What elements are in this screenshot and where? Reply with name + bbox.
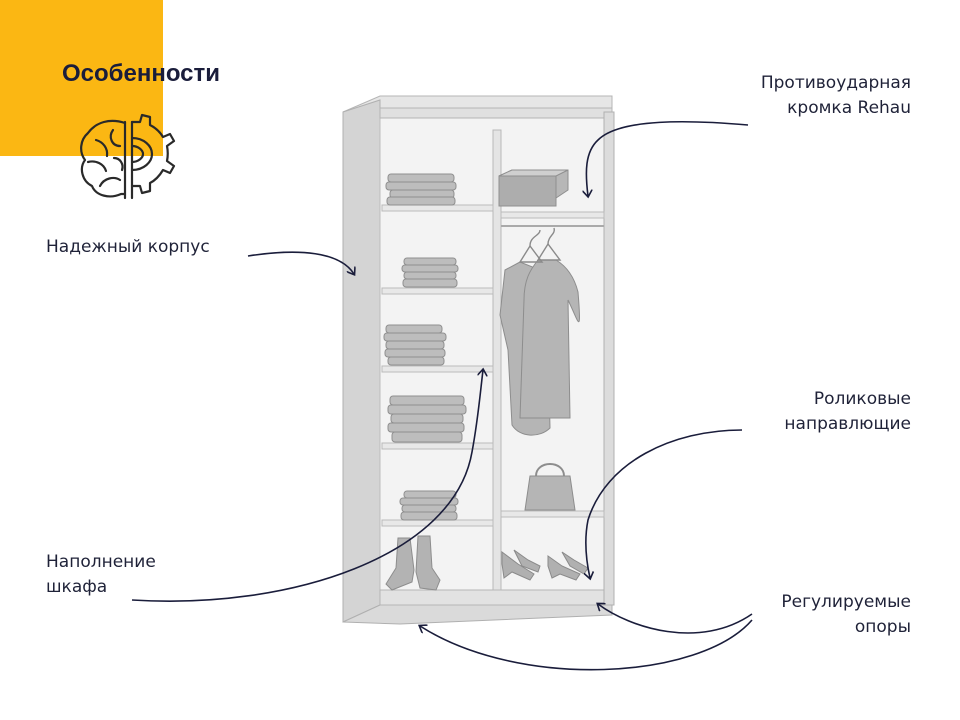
accent-block xyxy=(0,0,163,156)
arrow-impact-edge xyxy=(586,120,749,196)
arrow-feet xyxy=(598,604,753,634)
label-impact-edge: Противоударная кромка Rehau xyxy=(760,73,911,118)
page-title: Особенности xyxy=(62,60,221,87)
label-rollers: Роликовые направлющие xyxy=(784,389,911,434)
arrow-body xyxy=(247,251,354,274)
label-filling: Наполнение шкафа xyxy=(46,552,156,597)
arrow-feet-left xyxy=(420,619,753,671)
label-feet: Регулируемые опоры xyxy=(781,592,911,637)
label-body: Надежный корпус xyxy=(46,237,210,257)
arrow-filling xyxy=(131,370,483,602)
arrow-rollers xyxy=(586,429,743,578)
